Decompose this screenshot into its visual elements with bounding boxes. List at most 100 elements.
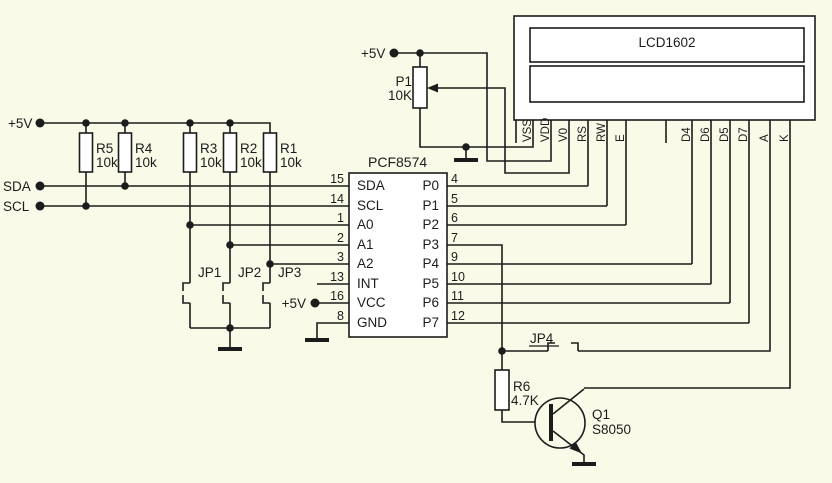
resistor-r4-val: 10k [135,155,157,170]
transistor-circle [534,397,586,449]
lcd-pin-k: K [779,134,791,142]
jumper-jp1-contacts [182,282,191,328]
terminal-dot-5v [35,118,45,128]
ground-symbol-ic [305,338,329,342]
lcd-pin-v0: V0 [558,128,570,142]
ground-symbol-jumpers [218,347,242,351]
lcd-pin-d4: D4 [681,127,693,142]
ic-pinnum-16: 16 [330,289,344,303]
wire-5v-rail [40,122,271,133]
label-5v-rail: +5V [8,116,32,131]
lcd-pin-a: A [759,134,771,142]
junction-dot [186,119,194,127]
resistor-r3-val: 10k [200,155,222,170]
junction-dots [35,48,506,355]
wires [40,52,791,423]
lcd-pin-d7: D7 [738,127,750,142]
junction-dot [121,119,129,127]
label-jp1: JP1 [198,265,221,280]
ic-pin-p6: P6 [422,295,439,310]
ic-pin-p0: P0 [422,178,439,193]
lcd1602-module: LCD1602 VSS VDD V0 RS RW E D4 D6 D5 D7 A… [513,15,816,143]
resistor-r6-val: 4.7K [511,393,539,408]
pot-body [412,66,428,109]
resistor-r2-ref: R2 [240,141,257,156]
junction-dot [82,202,90,210]
junction-dot [186,221,194,229]
wire-vdd-5v [394,52,552,162]
ic-pin-p2: P2 [422,217,439,232]
ic-pin-a1: A1 [357,237,374,252]
ic-pinnum-8: 8 [337,309,344,323]
junction-dot [226,119,234,127]
terminal-dot-scl [35,201,45,211]
resistor-r3-ref: R3 [200,141,217,156]
resistor-r3-body [182,132,198,173]
ic-body [348,172,448,338]
label-5v-pot: +5V [361,46,385,61]
resistor-r4-body [117,132,133,173]
junction-dot [226,324,234,332]
label-scl: SCL [3,199,30,214]
ic-pin-a2: A2 [357,256,374,271]
ic-pinnum-12: 12 [451,309,465,323]
terminal-dot-5v-vcc [310,298,320,308]
transistor-base-bar [549,404,553,441]
ic-pin-p1: P1 [422,198,439,213]
ic-title: PCF8574 [368,154,427,170]
label-jp4: JP4 [530,331,554,346]
ic-pinnum-3: 3 [337,250,344,264]
ic-pinnum-11: 11 [451,289,464,303]
ic-pinnum-6: 6 [451,211,458,225]
lcd-pin-e: E [615,134,627,142]
lcd-pin-d6: D6 [700,127,712,142]
ic-pin-a0: A0 [357,217,374,232]
ic-pin-vcc: VCC [357,295,386,310]
resistor-r5-body [78,132,94,173]
wire-k-col-collector [584,120,791,389]
ic-pin-p5: P5 [422,276,439,291]
resistor-r2-body [222,132,238,173]
transistor-part: S8050 [592,422,631,437]
wire-vss-gnd-pot [419,108,534,148]
ic-pinnum-10: 10 [451,270,465,284]
ic-pinnum-2: 2 [337,231,344,245]
wire-a-col-jp4 [578,120,771,352]
ic-pin-scl: SCL [357,198,384,213]
lcd-pin-rs: RS [577,126,589,142]
ground-symbol-pot [454,158,478,162]
transistor-collector [552,388,585,415]
ic-right-pin-names: P0 P1 P2 P3 P4 P5 P6 P7 [422,178,439,330]
ic-right-pin-numbers: 4 5 6 7 9 10 11 12 [451,172,465,323]
label-5v-vcc: +5V [282,296,306,311]
resistor-r1-val: 10k [280,155,302,170]
lcd-pin-d5: D5 [719,127,731,142]
transistor-ref: Q1 [592,407,610,422]
label-sda: SDA [3,179,31,194]
wire-a1-net [229,172,349,283]
ic-left-pin-numbers: 15 14 1 2 3 13 16 8 [330,172,344,323]
ic-pinnum-15: 15 [330,172,344,186]
terminal-dot-sda [35,181,45,191]
ic-pin-p3: P3 [422,237,439,252]
ic-pin-int: INT [357,276,379,291]
wire-ic-gnd [316,322,349,338]
wire-5v-rail-stubs [85,123,231,133]
wire-v0-wiper [438,87,570,174]
lcd-pin-labels: VSS VDD V0 RS RW E D4 D6 D5 D7 A K [522,118,791,142]
lcd-pin-rw: RW [596,123,608,142]
ic-pinnum-13: 13 [330,270,344,284]
ic-pcf8574: PCF8574 SDA SCL A0 A1 A2 INT VCC GND P0 … [330,154,465,338]
resistor-r6-ref: R6 [513,379,530,394]
resistor-r1-body [262,132,278,173]
pot-val: 10K [388,88,412,103]
label-jp3: JP3 [278,265,301,280]
ic-pin-p4: P4 [422,256,439,271]
jumper-jp2-contacts [222,282,231,328]
ic-pinnum-4: 4 [451,172,458,186]
jumper-jp3-contacts [262,282,271,328]
ic-pinnum-7: 7 [451,231,458,245]
resistor-r1-ref: R1 [280,141,297,156]
ic-pinnum-14: 14 [330,192,344,206]
